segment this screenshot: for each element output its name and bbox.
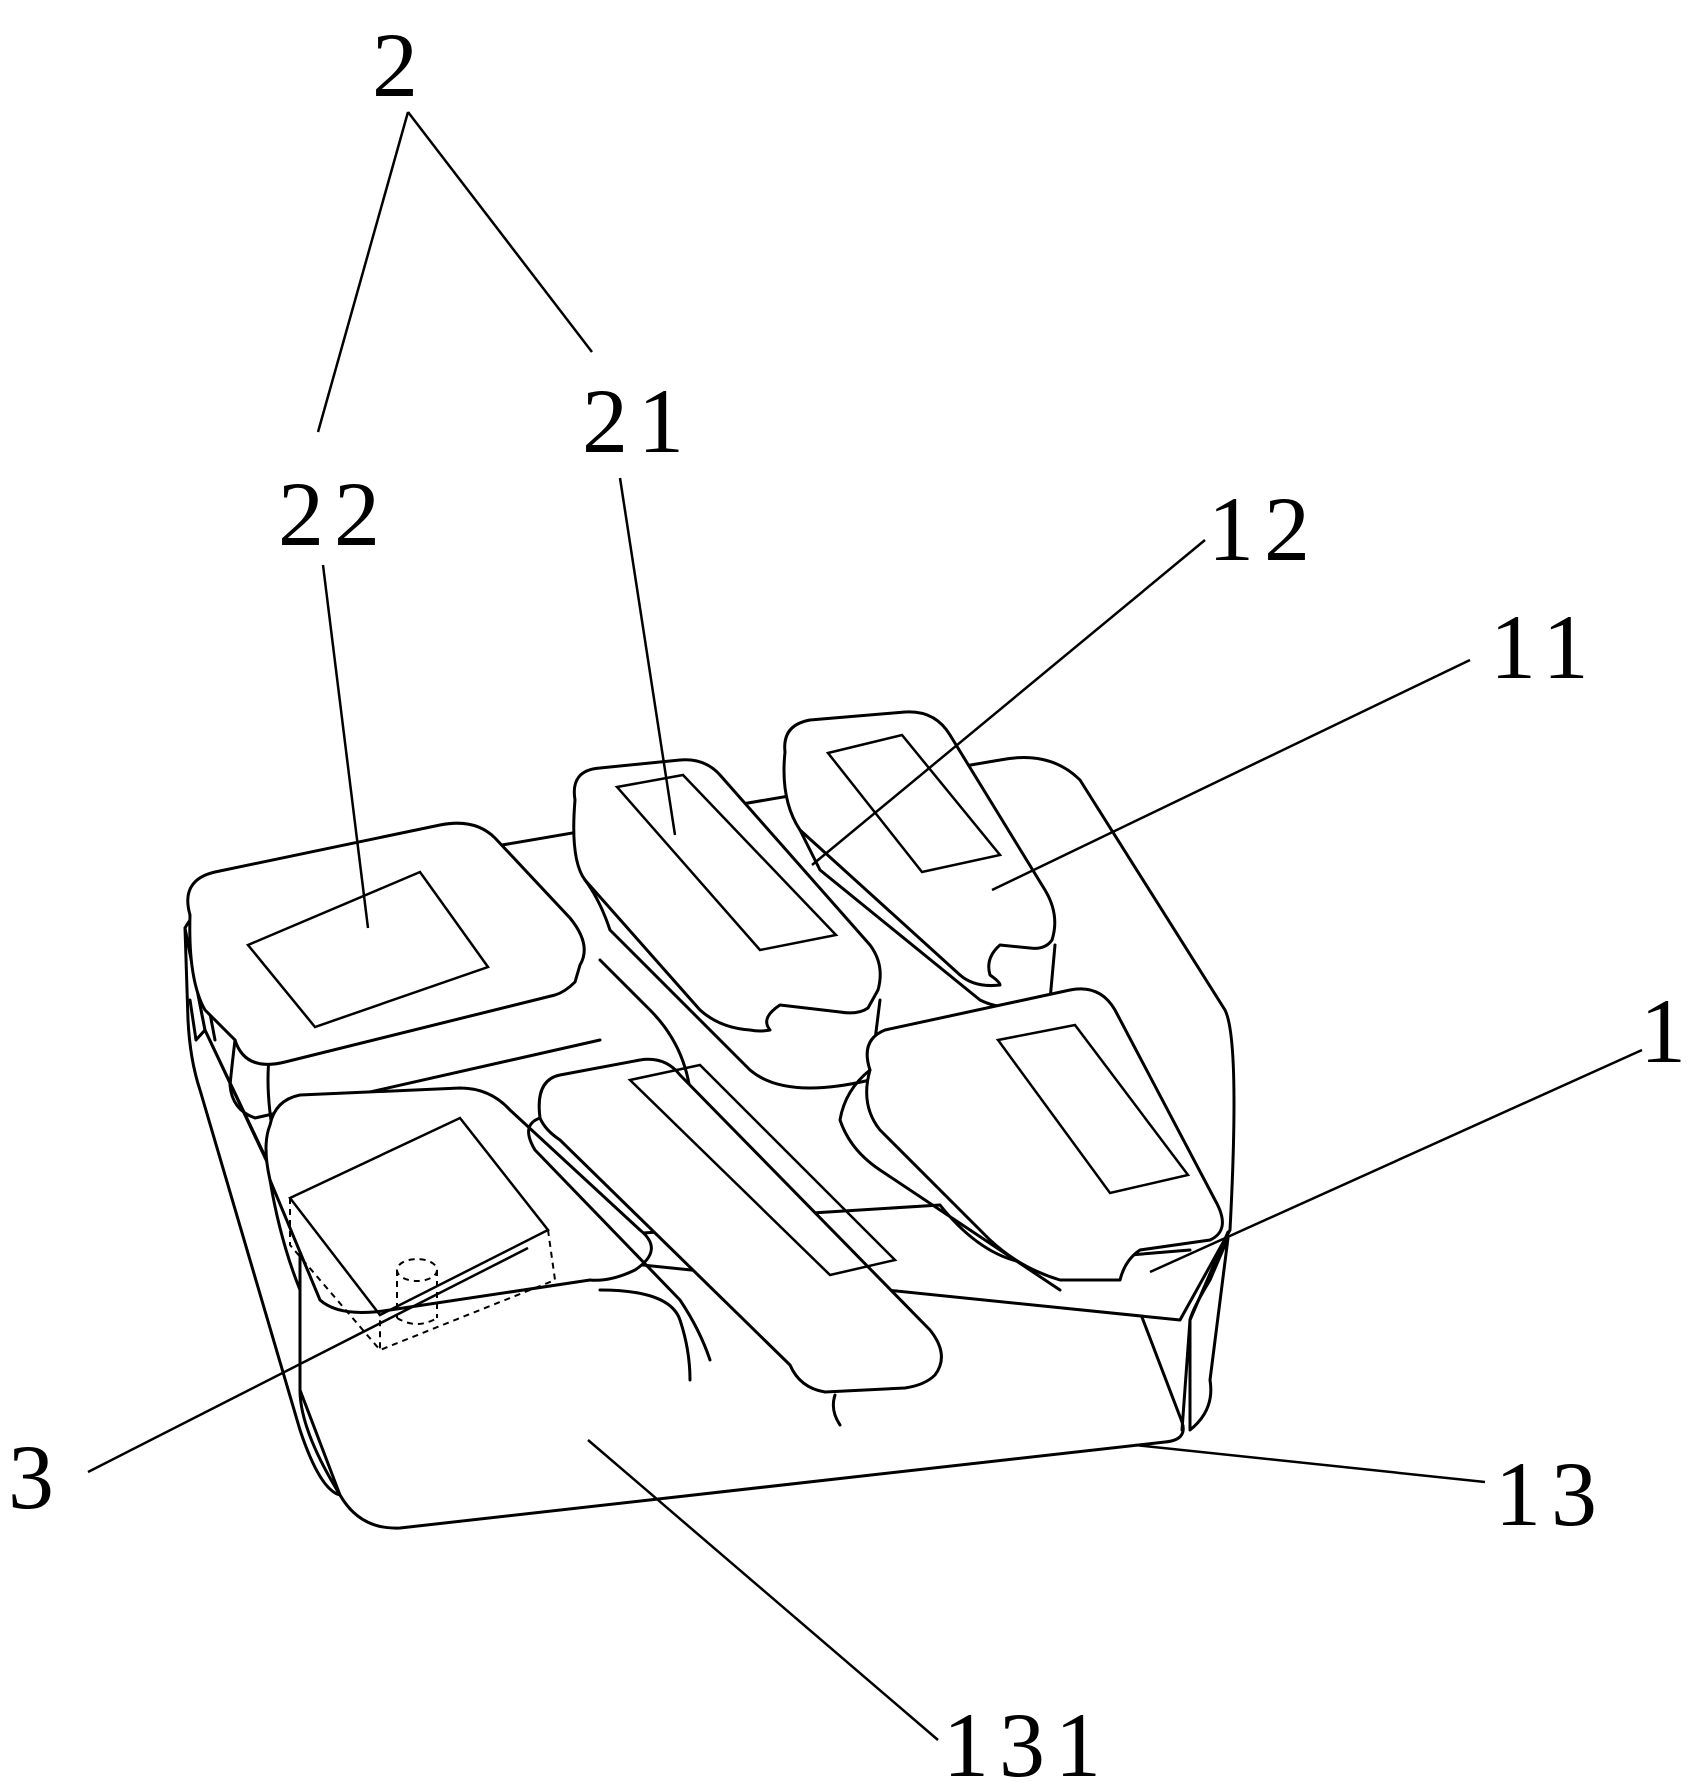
leader-2-22 <box>316 111 410 433</box>
label-12: 12 <box>1208 478 1320 580</box>
insert-front-right <box>838 987 1224 1292</box>
insert-22 <box>186 821 602 1120</box>
leader-12 <box>811 539 1206 866</box>
leader-22 <box>321 564 370 929</box>
insert-front-right-body <box>865 987 1224 1282</box>
label-3: 3 <box>8 1426 64 1528</box>
insert-front-left <box>264 1086 692 1382</box>
pin-3-hidden-pocket <box>289 1198 557 1353</box>
insert-front-right-window <box>995 1023 1191 1195</box>
leader-11 <box>991 658 1471 892</box>
insert-11-body <box>782 710 1057 987</box>
reference-numerals: 2 22 21 12 11 1 3 13 131 <box>8 14 1693 1782</box>
leader-lines <box>87 111 1643 1741</box>
leader-131 <box>587 1439 939 1741</box>
insert-front-middle <box>527 1057 943 1427</box>
insert-front-middle-body <box>537 1057 943 1394</box>
insert-front-middle-window <box>627 1063 898 1277</box>
leader-3 <box>87 1246 529 1474</box>
insert-21 <box>572 758 882 1090</box>
insert-22-body <box>186 821 586 1066</box>
label-11: 11 <box>1490 596 1599 698</box>
leader-21 <box>618 477 677 836</box>
insert-11-window <box>825 733 1003 874</box>
label-2: 2 <box>372 14 428 116</box>
label-1: 1 <box>1640 980 1693 1082</box>
leader-13 <box>1134 1443 1486 1484</box>
label-21: 21 <box>582 370 694 472</box>
insert-21-window <box>614 773 839 952</box>
insert-22-window <box>245 870 490 1029</box>
insert-21-body <box>572 758 882 1033</box>
label-13: 13 <box>1495 1443 1607 1545</box>
leader-1 <box>1149 1048 1643 1274</box>
label-22: 22 <box>278 463 390 565</box>
left-side-wall <box>183 926 342 1497</box>
leader-2-21 <box>407 111 593 353</box>
label-131: 131 <box>943 1694 1111 1782</box>
